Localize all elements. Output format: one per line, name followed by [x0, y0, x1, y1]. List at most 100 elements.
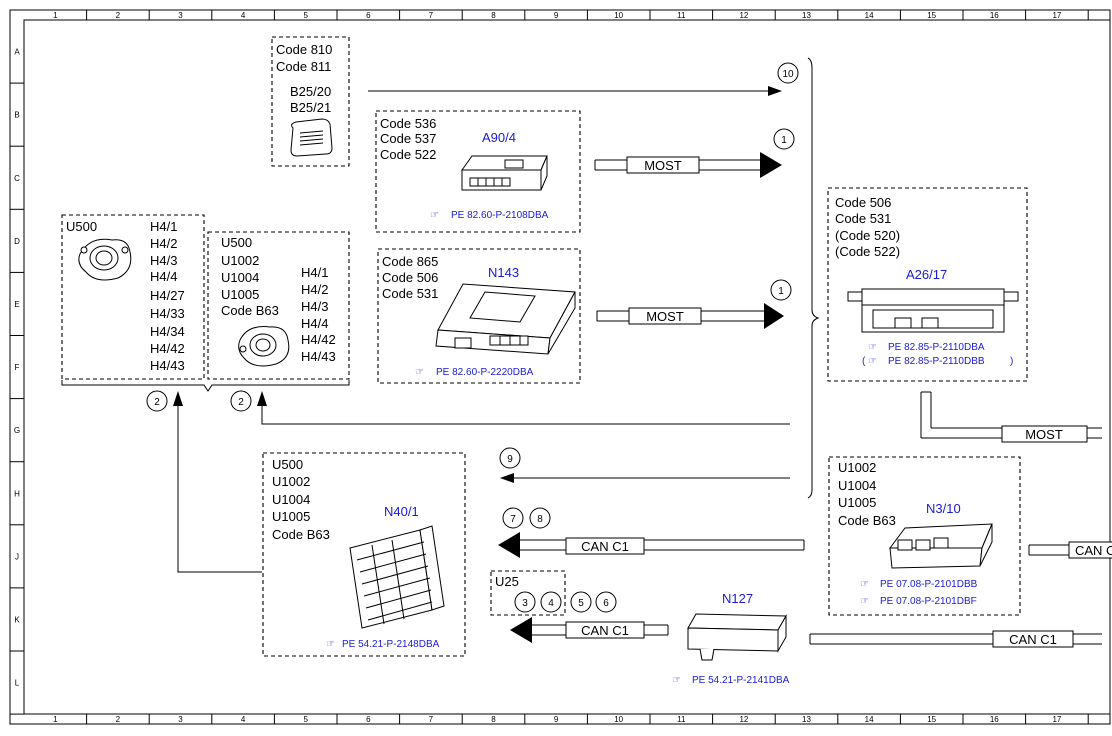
- box-u500-b: U500 U1002 U1004 U1005 Code B63 H4/1 H4/…: [207, 231, 350, 380]
- speaker-brace: [61, 380, 350, 392]
- marker-1b-circle: [770, 279, 792, 301]
- marker-7-circle: [502, 507, 524, 529]
- u500-a-item-4: H4/4: [150, 269, 177, 284]
- box-u25-border: [490, 570, 566, 616]
- box-a26: Code 506 Code 531 (Code 520) (Code 522) …: [827, 187, 1028, 382]
- amplifier-icon: [349, 525, 445, 629]
- u500-b-item-5: H4/42: [301, 332, 336, 347]
- a26-code-line-3: (Code 520): [835, 228, 900, 243]
- grid-row-label: A: [14, 48, 20, 57]
- grid-col-label-bottom: 17: [1052, 715, 1061, 724]
- grid-row-label: G: [14, 426, 20, 435]
- marker-10-circle: [777, 62, 799, 84]
- u500-a-item-5: H4/27: [150, 288, 185, 303]
- grid-row-label: B: [14, 111, 19, 120]
- grid-row-label: F: [15, 363, 20, 372]
- box-b25-border: [271, 36, 350, 167]
- bus-can-bottom-label: CAN C1: [1009, 632, 1057, 647]
- grid-row-label: E: [14, 300, 19, 309]
- u500-b-code-3: U1004: [221, 270, 259, 285]
- box-a26-border: [827, 187, 1028, 382]
- grid-col-label-bottom: 10: [614, 715, 623, 724]
- module-icon-a26: [847, 288, 1019, 333]
- marker-3: 3: [522, 598, 528, 609]
- module-icon-a90: [461, 155, 548, 191]
- grid-col-label-bottom: 2: [116, 715, 121, 724]
- frame-inner: [23, 19, 1111, 715]
- arrow-to-9: [500, 473, 514, 483]
- ref-icon-a90: ☞: [430, 210, 439, 221]
- bus-most-a90: MOST: [594, 152, 782, 178]
- n127-name: N127: [722, 591, 753, 606]
- bus-most-n143: MOST: [596, 303, 784, 329]
- n143-name: N143: [488, 265, 519, 280]
- marker-6-circle: [595, 591, 617, 613]
- grid-col-label-top: 6: [366, 11, 371, 20]
- marker-2a-circle: [146, 390, 168, 412]
- b25-code-line-1: Code 810: [276, 42, 332, 57]
- grid-col-label-top: 4: [241, 11, 246, 20]
- n143-code-line-3: Code 531: [382, 286, 438, 301]
- arrow-most-a90: [760, 152, 782, 178]
- marker-10: 10: [782, 69, 794, 80]
- bus-most-a90-label: MOST: [644, 158, 682, 173]
- grid-col-label-bottom: 1: [53, 715, 58, 724]
- marker-1b: 1: [778, 286, 784, 297]
- n40-name: N40/1: [384, 504, 419, 519]
- arrow-to-10: [768, 86, 782, 96]
- grid-col-label-bottom: 6: [366, 715, 371, 724]
- grid-col-label-top: 7: [429, 11, 434, 20]
- bus-most-a26-label: MOST: [1025, 427, 1063, 442]
- n3-ref-1: PE 07.08-P-2101DBB: [880, 579, 978, 590]
- grid-col-label-bottom: 11: [677, 715, 686, 724]
- marker-1a-circle: [773, 128, 795, 150]
- u500-b-code-1: U500: [221, 235, 252, 250]
- u500-b-item-1: H4/1: [301, 265, 328, 280]
- marker-2a: 2: [154, 397, 160, 408]
- u500-a-item-2: H4/2: [150, 236, 177, 251]
- u500-b-item-3: H4/3: [301, 299, 328, 314]
- a90-code-line-1: Code 536: [380, 116, 436, 131]
- n3-name: N3/10: [926, 501, 961, 516]
- grid-col-label-top: 13: [802, 11, 811, 20]
- n143-code-line-1: Code 865: [382, 254, 438, 269]
- n40-ref: PE 54.21-P-2148DBA: [342, 639, 440, 650]
- grid-row-label: J: [15, 552, 19, 561]
- n143-ref: PE 82.60-P-2220DBA: [436, 367, 534, 378]
- grid-col-label-bottom: 13: [802, 715, 811, 724]
- grid-col-label-bottom: 15: [927, 715, 936, 724]
- n3-code-3: U1005: [838, 495, 876, 510]
- n40-code-4: U1005: [272, 509, 310, 524]
- u500-b-code-5: Code B63: [221, 303, 279, 318]
- grid-ruler: 1122334455667788991010111112121313141415…: [10, 10, 1089, 724]
- box-n143-border: [377, 248, 581, 384]
- u500-a-item-9: H4/43: [150, 358, 185, 373]
- marker-1a: 1: [781, 135, 787, 146]
- n127: N127 ☞ PE 54.21-P-2141DBA: [672, 591, 790, 686]
- u500-b-item-6: H4/43: [301, 349, 336, 364]
- n3-code-4: Code B63: [838, 513, 896, 528]
- box-u500-b-border: [207, 231, 350, 380]
- a90-code-line-2: Code 537: [380, 131, 436, 146]
- box-b25: Code 810 Code 811 B25/20 B25/21: [271, 36, 350, 167]
- marker-9-circle: [499, 447, 521, 469]
- marker-7: 7: [510, 514, 516, 525]
- ref-icon-n40: ☞: [326, 639, 335, 650]
- box-n3-border: [828, 456, 1021, 616]
- bus-most-a26: MOST: [920, 391, 1102, 443]
- ref-icon-n3-2: ☞: [860, 596, 869, 607]
- grid-col-label-top: 8: [491, 11, 496, 20]
- grid-col-label-top: 10: [614, 11, 623, 20]
- n40-code-1: U500: [272, 457, 303, 472]
- box-n3: U1002 U1004 U1005 Code B63 N3/10 ☞ PE 07…: [828, 456, 1021, 616]
- box-u25: U25 3 4: [490, 570, 566, 616]
- u500-b-item-2: H4/2: [301, 282, 328, 297]
- a90-code-line-3: Code 522: [380, 147, 436, 162]
- box-a90: Code 536 Code 537 Code 522 A90/4 ☞ PE 82…: [375, 110, 581, 233]
- ref-icon-n127: ☞: [672, 675, 681, 686]
- grid-col-label-top: 3: [178, 11, 183, 20]
- bus-can-bottom: CAN C1: [809, 630, 1102, 648]
- marker-9: 9: [507, 454, 513, 465]
- box-n143: Code 865 Code 506 Code 531 N143 ☞ PE 82.…: [377, 248, 581, 384]
